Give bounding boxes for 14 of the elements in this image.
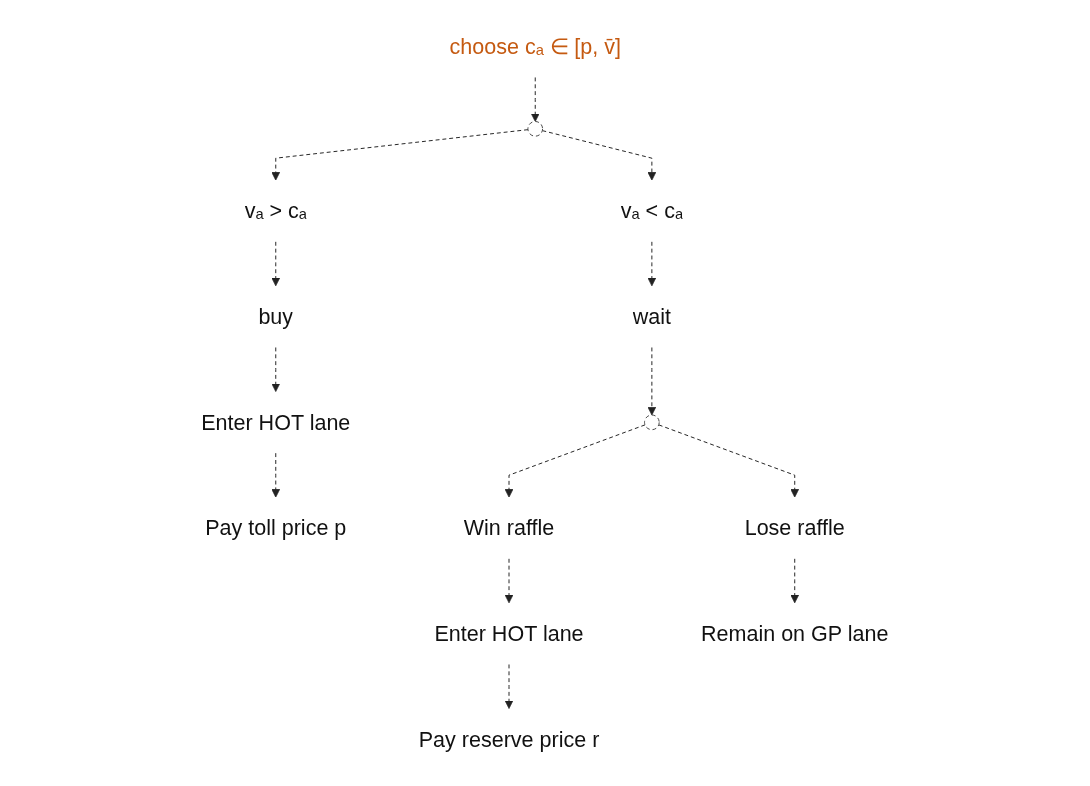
node-text: vₐ < cₐ (621, 198, 684, 224)
node-text: Remain on GP lane (701, 621, 889, 646)
node-text: Win raffle (463, 515, 555, 541)
node-text: buy (258, 304, 294, 329)
node-text: Enter HOT lane (201, 410, 351, 435)
node-circle (527, 121, 544, 137)
node-text: vₐ > cₐ (244, 198, 307, 224)
node-text: Enter HOT lane (434, 621, 584, 646)
node-text: Lose raffle (744, 515, 845, 541)
node-text: choose cₐ ∈ [p, v̄] (449, 34, 622, 59)
node-text: Pay toll price p (205, 515, 347, 541)
node-text: Pay reserve price r (418, 727, 600, 752)
node-circle (644, 414, 660, 431)
node-text: wait (632, 304, 672, 329)
